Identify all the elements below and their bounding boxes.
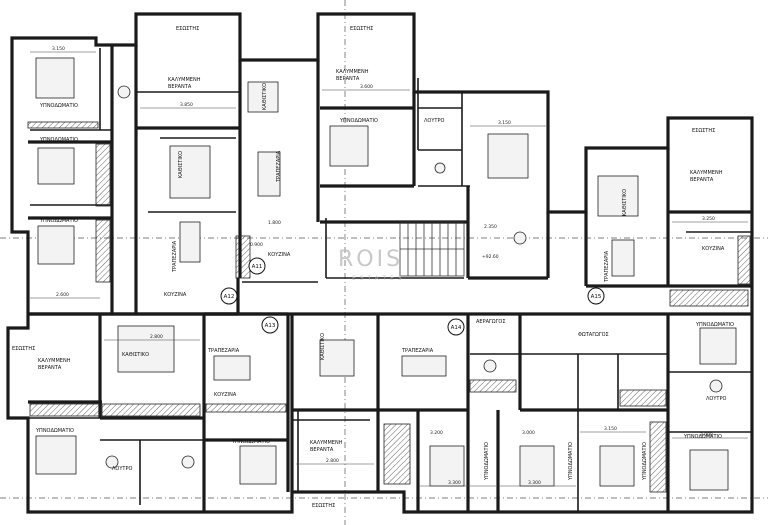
room-label-bedroom-11: ΥΠΝΟΔΩΜΑΤΙΟ [642, 442, 648, 481]
dim-value: 2.800 [150, 334, 163, 340]
watermark-tagline: ESTATES [352, 275, 406, 282]
room-label-bedroom-2: ΥΠΝΟΔΩΜΑΤΙΟ [39, 137, 78, 143]
room-label-bathroom-2: ΛΟΥΤΡΟ [112, 466, 132, 472]
dim-value: 3.000 [522, 430, 535, 436]
room-label-bathroom-3: ΛΟΥΤΡΟ [706, 396, 726, 402]
room-label-veranda-3b: ΒΕΡΑΝΤΑ [690, 177, 714, 183]
room-label-veranda-1b: ΒΕΡΑΝΤΑ [168, 84, 192, 90]
room-label-kitchen-2: ΚΟΥΖΙΝΑ [268, 252, 291, 258]
room-label-living-2: ΚΑΘΙΣΤΙΚΟ [262, 83, 268, 110]
room-label-veranda-2a: ΚΑΛΥΜΜΕΝΗ [336, 69, 369, 75]
dim-value: 3.300 [448, 480, 461, 486]
room-label-veranda-5a: ΚΑΛΥΜΜΕΝΗ [310, 440, 343, 446]
room-label-veranda-2b: ΒΕΡΑΝΤΑ [336, 76, 360, 82]
room-label-veranda-4b: ΒΕΡΑΝΤΑ [38, 365, 62, 371]
svg-text:A15: A15 [591, 294, 602, 300]
room-label-bathroom-1: ΛΟΥΤΡΟ [424, 118, 444, 124]
room-label-bedroom-7: ΥΠΝΟΔΩΜΑΤΙΟ [231, 439, 270, 445]
dim-value: 3.150 [498, 120, 511, 126]
dim-value: 0.900 [250, 242, 263, 248]
dim-value: 3.300 [528, 480, 541, 486]
room-label-living-1: ΚΑΘΙΣΤΙΚΟ [178, 151, 184, 178]
roof-label-4: ΕΣΩΣΤΗΣ [12, 346, 35, 352]
room-label-skylight: ΦΩΤΑΓΩΓΟΣ [578, 332, 609, 338]
interior-walls [28, 45, 752, 512]
room-label-living-5: ΚΑΘΙΣΤΙΚΟ [320, 333, 326, 360]
dim-value: 3.200 [430, 430, 443, 436]
room-label-bedroom-5: ΥΠΝΟΔΩΜΑΤΙΟ [695, 322, 734, 328]
dim-value: 3.600 [360, 84, 373, 90]
room-label-aerator: ΑΕΡΑΓΩΓΟΣ [476, 319, 506, 325]
dim-value: 3.850 [180, 102, 193, 108]
dim-value: 3.000 [700, 432, 713, 438]
dim-value: 3.250 [702, 216, 715, 222]
room-label-bedroom-1: ΥΠΝΟΔΩΜΑΤΙΟ [39, 103, 78, 109]
dim-value: 3.150 [52, 46, 65, 52]
svg-text:A14: A14 [451, 325, 462, 331]
svg-text:A13: A13 [265, 323, 276, 329]
svg-text:A12: A12 [224, 294, 235, 300]
room-label-veranda-5b: ΒΕΡΑΝΤΑ [310, 447, 334, 453]
room-label-kitchen-3: ΚΟΥΖΙΝΑ [702, 246, 725, 252]
roof-label-1: ΕΣΩΣΤΗΣ [176, 26, 199, 32]
room-labels: ΥΠΝΟΔΩΜΑΤΙΟ ΥΠΝΟΔΩΜΑΤΙΟ ΥΠΝΟΔΩΜΑΤΙΟ ΚΑΛΥ… [12, 26, 734, 509]
hatched-areas [27, 121, 751, 493]
room-label-veranda-4a: ΚΑΛΥΜΜΕΝΗ [38, 358, 71, 364]
dim-value: 1.800 [268, 220, 281, 226]
watermark: ROIS ESTATES [338, 247, 406, 282]
room-label-bedroom-3: ΥΠΝΟΔΩΜΑΤΙΟ [39, 218, 78, 224]
room-label-dining-3: ΤΡΑΠΕΖΑΡΙΑ [604, 250, 610, 283]
dim-value: +92.60 [482, 254, 499, 260]
room-label-dining-5: ΤΡΑΠΕΖΑΡΙΑ [401, 348, 434, 354]
room-label-dining-1: ΤΡΑΠΕΖΑΡΙΑ [172, 240, 178, 273]
marker-a13: A13 [261, 316, 279, 334]
room-label-veranda-1a: ΚΑΛΥΜΜΕΝΗ [168, 77, 201, 83]
room-label-dining-4: ΤΡΑΠΕΖΑΡΙΑ [207, 348, 240, 354]
roof-label-2: ΕΣΩΣΤΗΣ [350, 26, 373, 32]
room-label-bedroom-8: ΥΠΝΟΔΩΜΑΤΙΟ [683, 434, 722, 440]
dim-value: 2.800 [326, 458, 339, 464]
room-label-dining-2: ΤΡΑΠΕΖΑΡΙΑ [276, 150, 282, 183]
room-label-bedroom-6: ΥΠΝΟΔΩΜΑΤΙΟ [35, 428, 74, 434]
marker-a14: A14 [447, 318, 465, 336]
dim-value: 2.350 [484, 224, 497, 230]
marker-a12: A12 [220, 287, 238, 305]
roof-label-3: ΕΣΩΣΤΗΣ [692, 128, 715, 134]
roof-label-5: ΕΣΩΣΤΗΣ [312, 503, 335, 509]
dim-value: 2.600 [56, 292, 69, 298]
dim-value: 3.150 [604, 426, 617, 432]
furniture [35, 57, 737, 491]
room-label-bedroom-10: ΥΠΝΟΔΩΜΑΤΙΟ [568, 442, 574, 481]
dimension-lines [30, 51, 748, 487]
section-markers: A11 A12 A13 A14 A15 [220, 257, 605, 336]
room-label-kitchen-4: ΚΟΥΖΙΝΑ [214, 392, 237, 398]
room-label-bedroom-4: ΥΠΝΟΔΩΜΑΤΙΟ [339, 118, 378, 124]
room-label-veranda-3a: ΚΑΛΥΜΜΕΝΗ [690, 170, 723, 176]
dimension-values: 3.150 3.850 3.600 3.150 3.250 2.600 2.80… [52, 46, 715, 486]
room-label-bedroom-9: ΥΠΝΟΔΩΜΑΤΙΟ [484, 442, 490, 481]
room-label-living-4: ΚΑΘΙΣΤΙΚΟ [122, 352, 149, 358]
watermark-brand: ROIS [338, 247, 403, 272]
marker-a15: A15 [587, 287, 605, 305]
room-label-kitchen-1: ΚΟΥΖΙΝΑ [164, 292, 187, 298]
staircase [399, 221, 465, 277]
svg-text:A11: A11 [252, 264, 263, 270]
room-label-living-3: ΚΑΘΙΣΤΙΚΟ [622, 189, 628, 216]
marker-a11: A11 [248, 257, 266, 275]
